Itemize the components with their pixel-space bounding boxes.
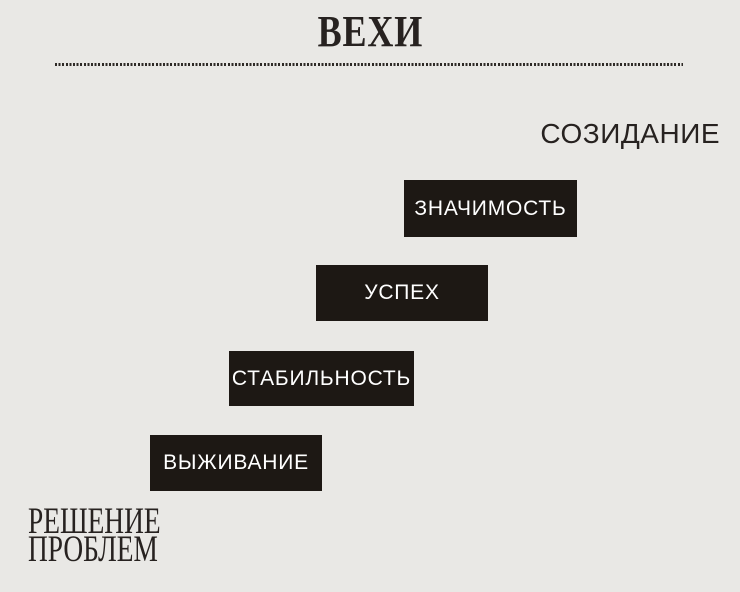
problem-solving-label-line1: РЕШЕНИЕ <box>28 501 161 542</box>
problem-solving-label-line2: ПРОБЛЕМ <box>28 529 158 570</box>
step-survival: ВЫЖИВАНИЕ <box>150 435 322 491</box>
page-title: ВЕХИ <box>317 7 423 56</box>
step-survival-label: ВЫЖИВАНИЕ <box>163 451 309 474</box>
step-significance: ЗНАЧИМОСТЬ <box>404 180 577 237</box>
step-success: УСПЕХ <box>316 265 488 321</box>
step-success-label: УСПЕХ <box>364 281 440 304</box>
title-container: ВЕХИ <box>0 6 740 57</box>
step-significance-label: ЗНАЧИМОСТЬ <box>414 196 567 220</box>
creation-label: СОЗИДАНИЕ <box>540 118 720 149</box>
dotted-divider <box>55 63 683 66</box>
step-stability: СТАБИЛЬНОСТЬ <box>229 351 414 406</box>
problem-solving-label: РЕШЕНИЕ ПРОБЛЕМ <box>28 501 161 570</box>
step-stability-label: СТАБИЛЬНОСТЬ <box>231 366 412 390</box>
